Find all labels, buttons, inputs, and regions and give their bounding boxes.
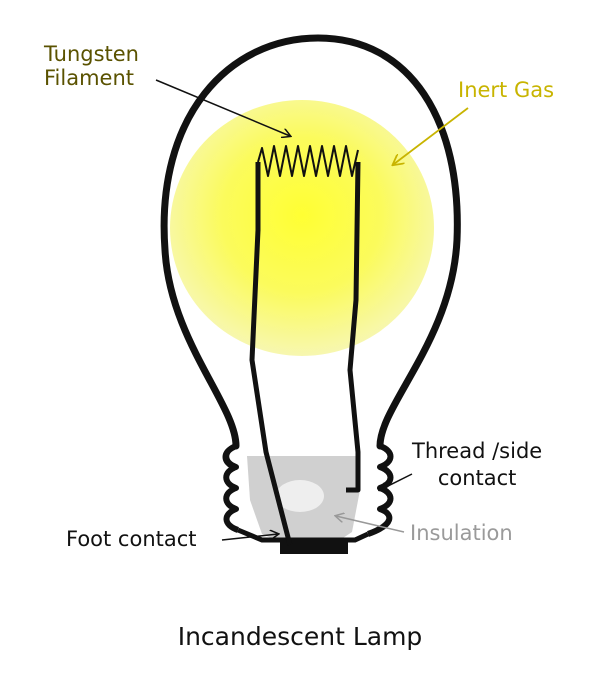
gas-glow — [170, 100, 434, 356]
thread-label-line1: Thread /side — [412, 439, 543, 463]
insulation-label: Insulation — [410, 521, 513, 545]
bulb-glass — [160, 34, 461, 450]
thread-right — [366, 443, 394, 537]
thread-arrow — [380, 473, 413, 490]
tungsten-filament — [257, 145, 359, 177]
filament-arrow — [155, 79, 290, 136]
support-wire-right — [346, 161, 361, 493]
thread-contact-label: Thread /side contact — [412, 438, 542, 492]
gas-arrow — [394, 107, 469, 164]
thread-label-line2: contact — [437, 466, 517, 490]
inert-gas-label: Inert Gas — [458, 78, 555, 102]
tungsten-label-line1: Tungsten — [44, 42, 139, 66]
tungsten-label-line2: Filament — [44, 66, 135, 90]
foot-contact-label: Foot contact — [66, 527, 197, 551]
diagram-caption: Incandescent Lamp — [177, 622, 423, 651]
insulation-arrow — [336, 516, 405, 533]
support-wire-left — [249, 162, 293, 546]
foot-contact-plate — [280, 540, 348, 554]
foot-arrow — [221, 534, 278, 541]
tungsten-filament-label: Tungsten Filament — [44, 42, 139, 90]
